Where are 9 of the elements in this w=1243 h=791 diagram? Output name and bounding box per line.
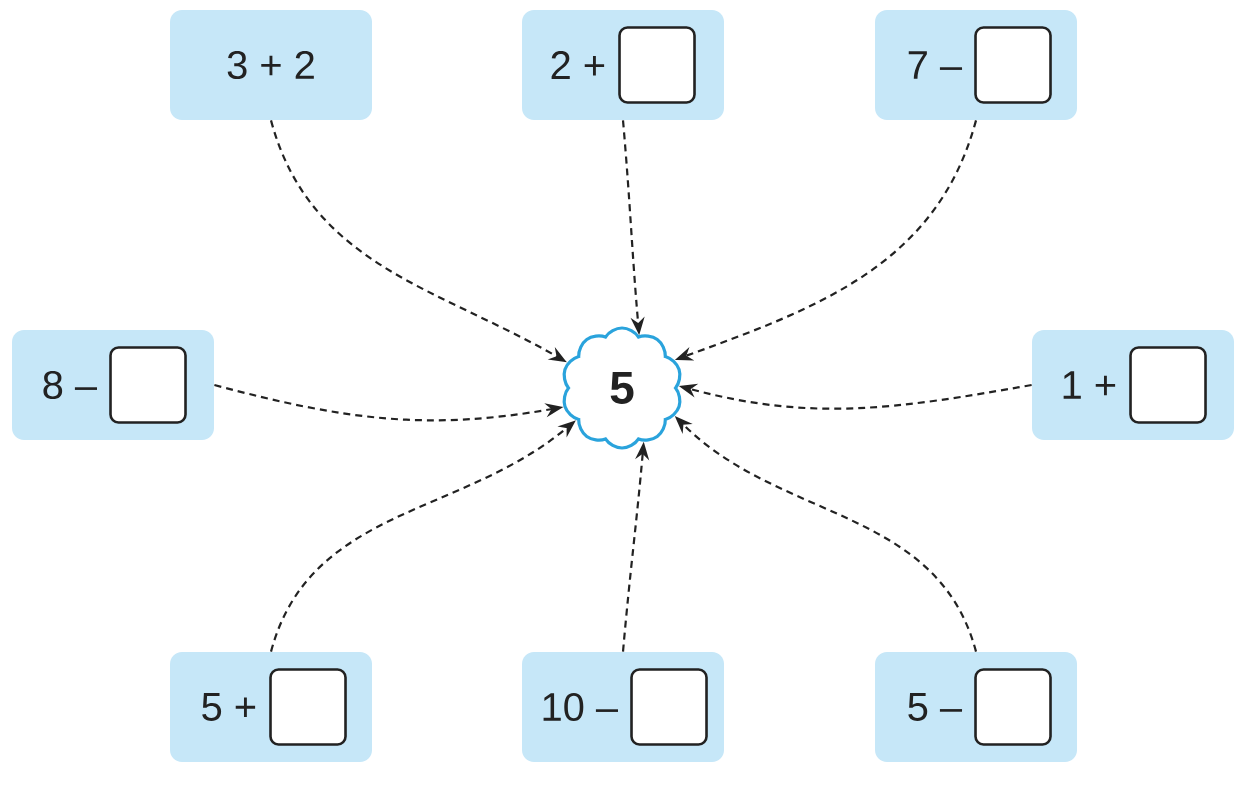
- expression-box: 3 + 2: [170, 10, 372, 120]
- answer-box: [974, 26, 1052, 104]
- answer-box: [630, 668, 708, 746]
- answer-box: [269, 668, 347, 746]
- answer-box: [974, 668, 1052, 746]
- cloud: 5: [562, 326, 682, 450]
- answer-box: [109, 346, 187, 424]
- answer-box: [618, 26, 696, 104]
- answer-box: [1129, 346, 1207, 424]
